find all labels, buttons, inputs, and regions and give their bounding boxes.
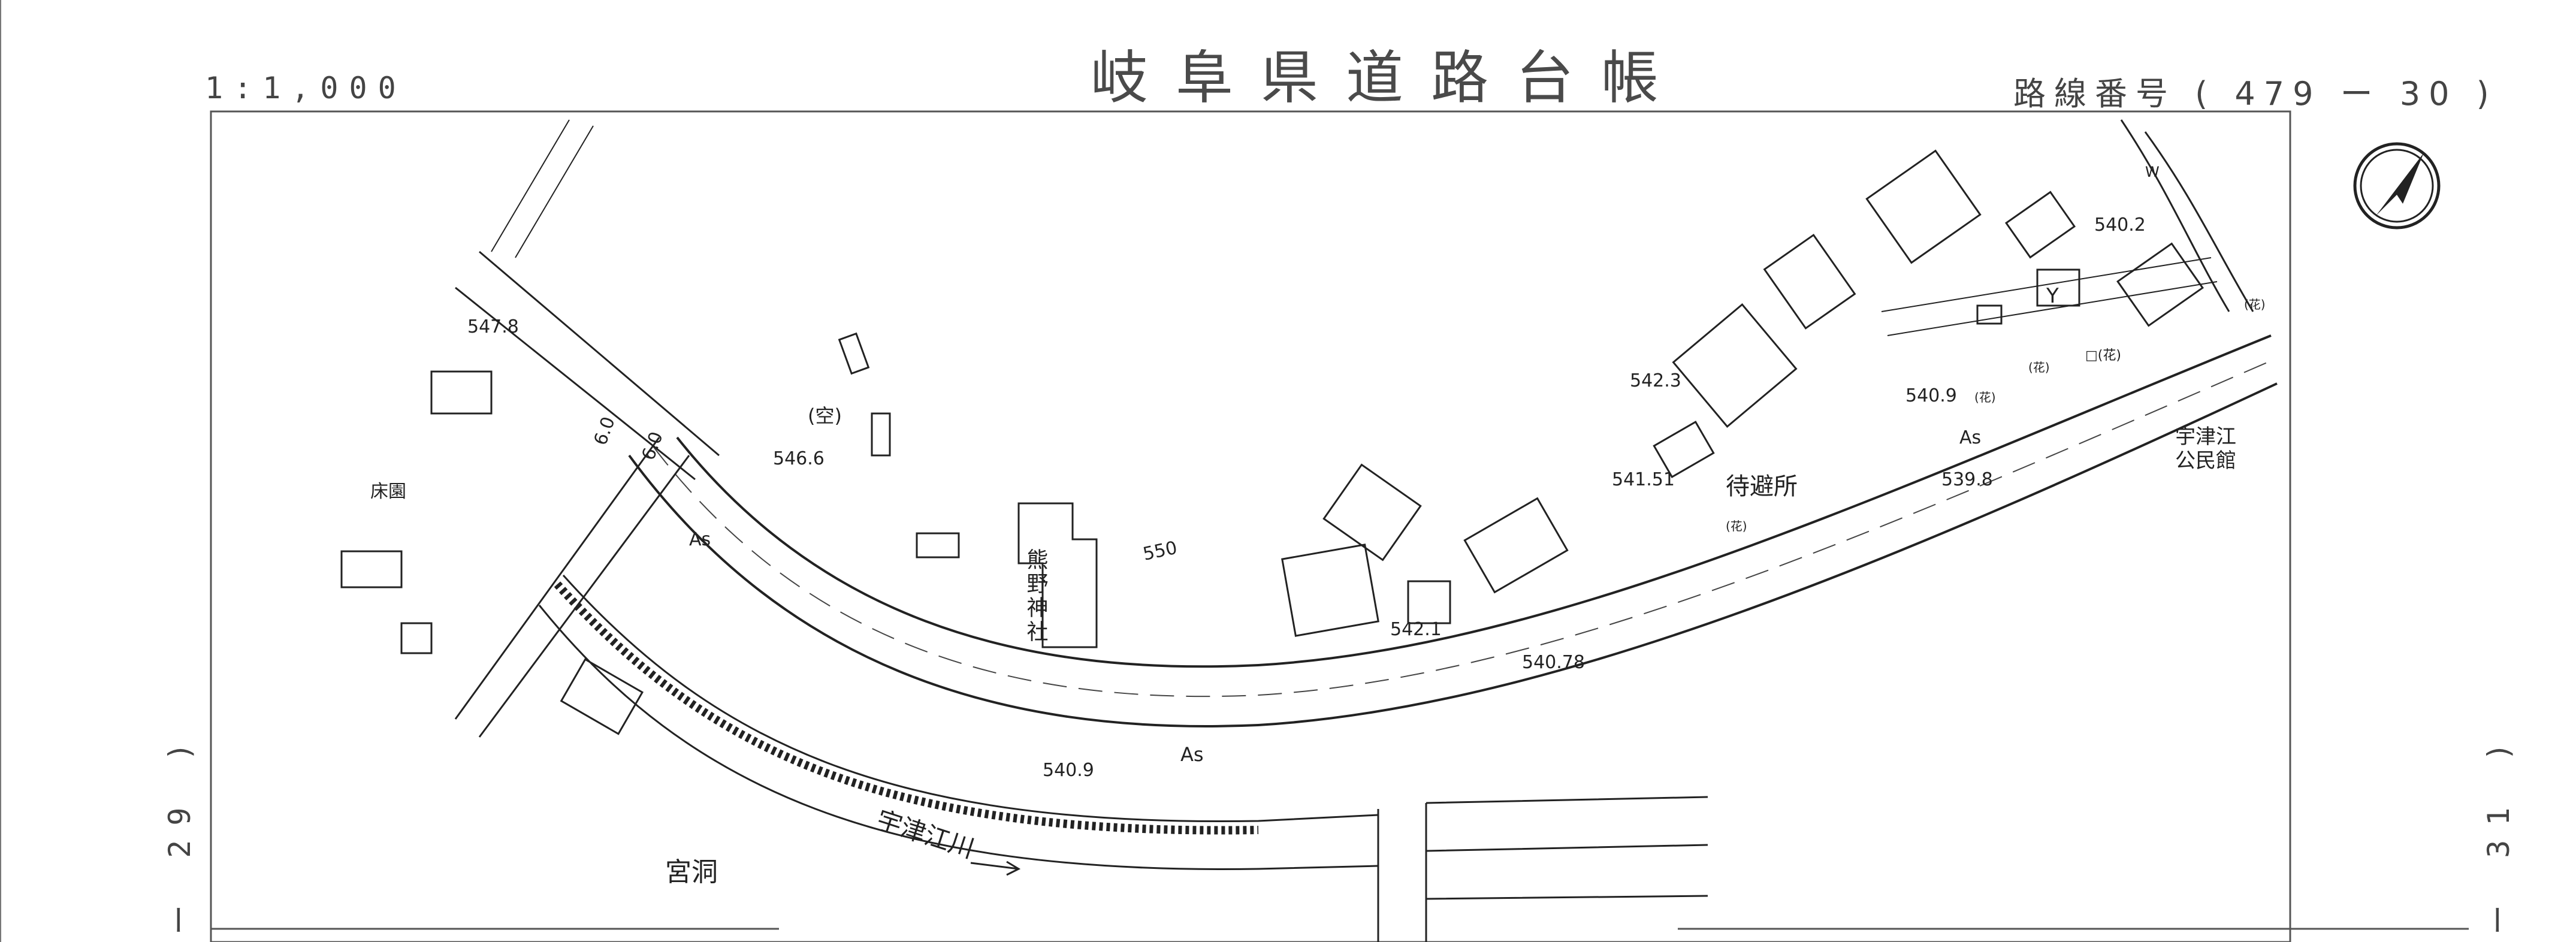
page-title: 岐阜県道路台帳 [1091,44,1686,111]
side-road-northeast [2120,119,2254,312]
district-label: 宮洞 [665,857,718,887]
map-frame [210,110,2291,942]
vacant-label: (空) [808,404,842,427]
elevation-label: 540.9 [1905,385,1957,406]
misc-mark: □(花) [2085,348,2121,363]
north-arrow-icon [2353,142,2441,230]
elevation-label: 541.51 [1612,469,1675,490]
route-value: ( 479 ー 30 ) [2195,75,2498,113]
pavement-label: As [1180,743,1204,766]
elevation-label: 546.6 [773,448,825,469]
misc-mark: (花) [2244,297,2266,312]
elevation-label: 542.3 [1630,370,1681,391]
elevation-label: 540.9 [1043,760,1094,781]
misc-mark: Y [2046,284,2059,308]
elevation-label: 540.78 [1522,652,1585,673]
road-edge-north [676,334,2272,668]
river-bank-north [562,574,1379,823]
scale-label: 1:1,000 [205,71,407,105]
shrine-char: 熊野神社 [1023,548,1049,644]
route-number: 路線番号 ( 479 ー 30 ) [2013,67,2498,114]
side-road-south [454,437,690,738]
buildings [340,149,2204,735]
road-centerline [653,359,2275,698]
road-width-label: 6.0 [590,414,620,448]
river-bank-south [538,605,1379,870]
bridge-walls [1377,803,1427,942]
side-road-west [455,250,720,481]
waiting-area-label: 待避所 [1726,473,1798,500]
misc-mark: (花) [2028,360,2050,375]
river-label: 宇津江川 [873,805,978,864]
route-label: 路線番号 [2013,75,2176,113]
pavement-label: As [1959,427,1981,448]
elevation-label: 539.8 [1941,469,1993,490]
road-edge-south [628,382,2278,727]
sheet-edge-left [0,0,1,942]
elevation-label: 550 [1141,538,1179,565]
lane-north [491,119,594,258]
pavement-label: As [689,529,711,550]
lane-east [1881,257,2218,336]
channel-lines [1426,796,1708,900]
misc-mark: (花) [1726,519,1747,533]
hall-label-1: 宇津江 [2175,425,2236,449]
elevation-label: 540.2 [2094,215,2146,236]
river-revetment [554,581,1259,835]
river-flow-arrow [970,861,1021,876]
road-width-label: 6.0 [638,429,668,463]
misc-mark: (花) [1974,390,1996,404]
elevation-label: 542.1 [1390,619,1442,640]
misc-mark: W [2145,164,2160,180]
shop-label: 床園 [370,481,406,502]
hall-label-2: 公民館 [2175,449,2236,473]
elevation-label: 547.8 [467,316,519,337]
